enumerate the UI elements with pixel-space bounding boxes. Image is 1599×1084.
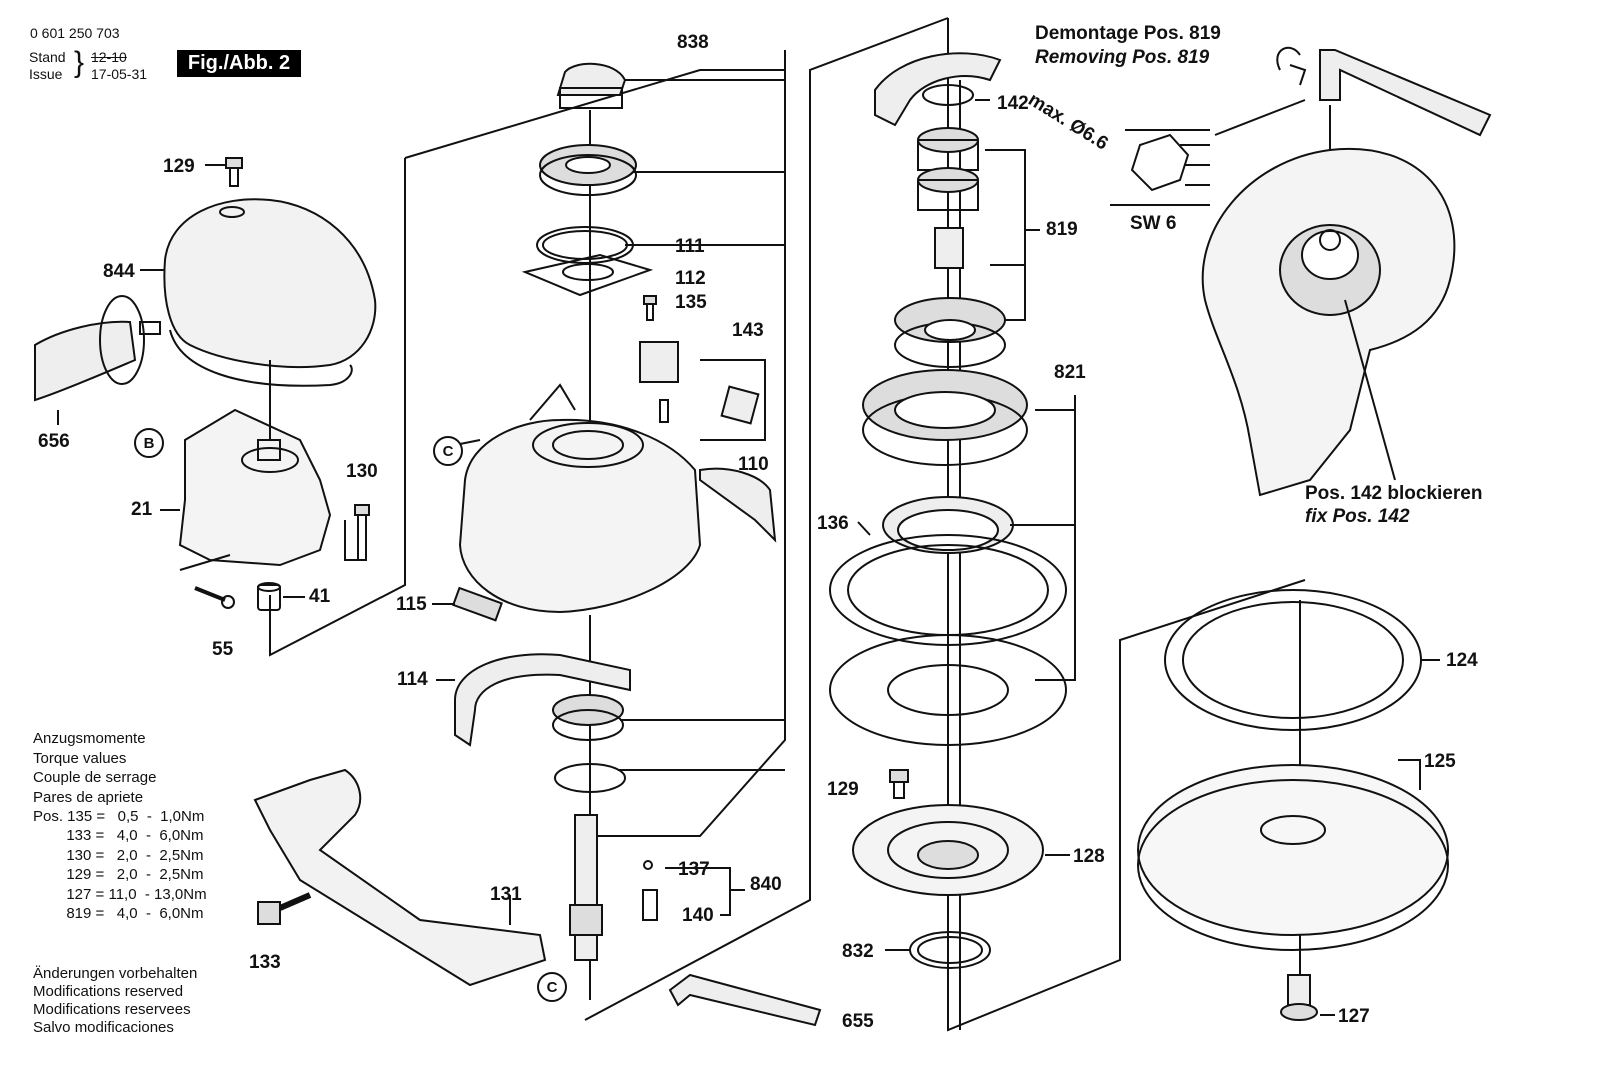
label-838: 838	[677, 32, 709, 53]
notice-fr: Modifications reservees	[33, 1001, 191, 1018]
torque-row: 133 = 4,0 - 6,0Nm	[33, 827, 204, 844]
label-655: 655	[842, 1011, 874, 1032]
label-136: 136	[817, 513, 849, 534]
torque-row: Pos. 135 = 0,5 - 1,0Nm	[33, 808, 205, 825]
label-124: 124	[1446, 650, 1478, 671]
marker-c-top: C	[433, 436, 463, 466]
label-656: 656	[38, 431, 70, 452]
block-note-de: Pos. 142 blockieren	[1305, 483, 1483, 504]
torque-title-fr: Couple de serrage	[33, 769, 157, 786]
notice-es: Salvo modificaciones	[33, 1019, 174, 1036]
issue-value: 17-05-31	[91, 66, 148, 82]
label-41: 41	[309, 586, 331, 607]
torque-title-es: Pares de apriete	[33, 789, 144, 806]
label-143: 143	[732, 320, 764, 341]
block-note-en: fix Pos. 142	[1305, 506, 1410, 527]
label-128: 128	[1073, 846, 1105, 867]
notice-de: Änderungen vorbehalten	[33, 965, 198, 982]
label-140: 140	[682, 905, 714, 926]
label-129-right: 129	[827, 779, 859, 800]
torque-row: 130 = 2,0 - 2,5Nm	[33, 847, 204, 864]
label-115: 115	[396, 594, 427, 615]
brace-icon: }	[74, 46, 85, 79]
label-133: 133	[249, 952, 281, 973]
torque-row: 819 = 4,0 - 6,0Nm	[33, 905, 204, 922]
label-111: 111	[675, 236, 705, 257]
wrench-size-label: SW 6	[1130, 213, 1177, 234]
stand-value: 12-10	[91, 49, 127, 65]
label-110: 110	[738, 454, 769, 475]
label-127: 127	[1338, 1006, 1370, 1027]
marker-c-bottom: C	[537, 972, 567, 1002]
label-840: 840	[750, 874, 782, 895]
label-142: 142	[997, 93, 1029, 114]
label-131: 131	[490, 884, 522, 905]
part-number: 0 601 250 703	[30, 25, 120, 41]
label-21: 21	[131, 499, 153, 520]
marker-b: B	[134, 428, 164, 458]
label-130: 130	[346, 461, 378, 482]
label-112: 112	[675, 268, 706, 289]
notice-en: Modifications reserved	[33, 983, 184, 1000]
label-55: 55	[212, 639, 234, 660]
issue-label: Issue	[29, 66, 63, 82]
label-137: 137	[678, 859, 710, 880]
removal-title-en: Removing Pos. 819	[1035, 47, 1210, 68]
label-844: 844	[103, 261, 135, 282]
torque-row: 127 = 11,0 - 13,0Nm	[33, 886, 207, 903]
label-819: 819	[1046, 219, 1078, 240]
label-832: 832	[842, 941, 874, 962]
label-129-left: 129	[163, 156, 195, 177]
torque-title-de: Anzugsmomente	[33, 730, 146, 747]
torque-title-en: Torque values	[33, 750, 127, 767]
label-135: 135	[675, 292, 707, 313]
torque-row: 129 = 2,0 - 2,5Nm	[33, 866, 204, 883]
label-114: 114	[397, 669, 428, 690]
label-821: 821	[1054, 362, 1086, 383]
stand-label: Stand	[29, 49, 66, 65]
removal-title-de: Demontage Pos. 819	[1035, 23, 1221, 44]
figure-badge: Fig./Abb. 2	[177, 50, 301, 77]
label-125: 125	[1424, 751, 1456, 772]
